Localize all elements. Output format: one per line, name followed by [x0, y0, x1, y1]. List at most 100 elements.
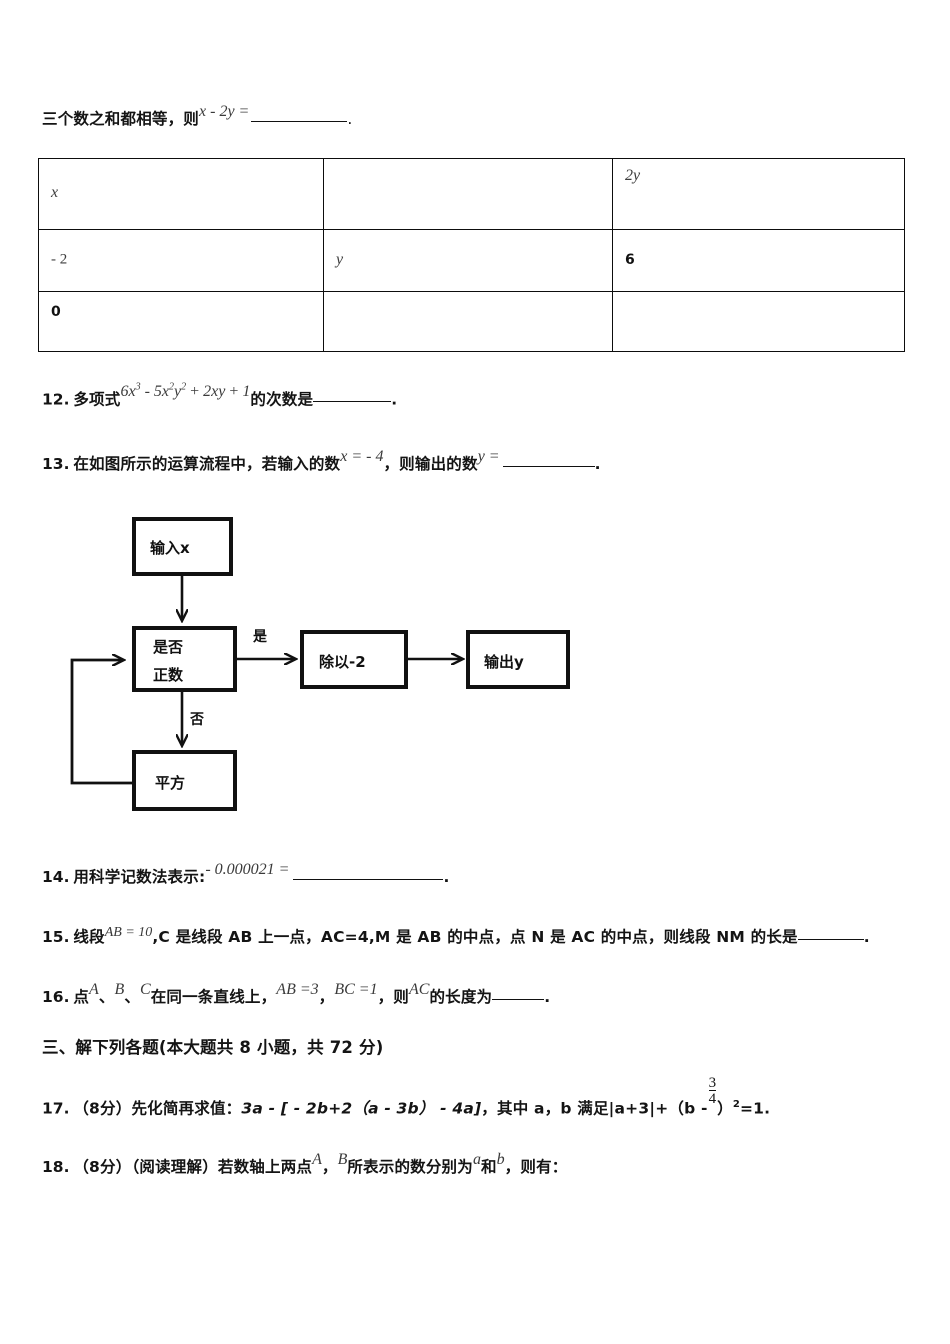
question-17-power: 2: [732, 1099, 740, 1111]
section-heading-text: 三、解下列各题(本大题共 8 小题，共 72 分): [42, 1038, 384, 1057]
flow-node-decision-label-2: 正数: [153, 666, 184, 684]
question-15: 15. 线段AB = 10,C 是线段 AB 上一点，AC=4,M 是 AB 的…: [42, 925, 870, 948]
cell-value-2y: 2y: [625, 167, 641, 184]
question-16-number: 16.: [42, 988, 70, 1006]
intro-lead-text: 三个数之和都相等，则: [42, 110, 200, 128]
question-12-suffix: 的次数是: [250, 390, 314, 409]
question-12-math: 6x3 - 5x2y2 + 2xy + 1: [120, 382, 251, 401]
question-18-point-a: A: [312, 1151, 322, 1168]
question-17-number: 17.: [42, 1099, 70, 1118]
cell-value-6: 6: [625, 251, 635, 268]
flow-node-decision: [132, 626, 237, 692]
question-15-answer-blank[interactable]: [797, 939, 864, 940]
flow-node-input-label: 输入x: [150, 539, 190, 557]
table-cell-r1c2: [323, 158, 613, 230]
question-16-math-bc: BC =1: [334, 981, 378, 998]
question-13: 13. 在如图所示的运算流程中，若输入的数x = - 4，则输出的数y =.: [42, 448, 601, 475]
flow-node-square-label: 平方: [155, 774, 185, 792]
table-cell-r2c1: - 2: [38, 229, 324, 292]
question-18-score: （8分）: [73, 1158, 132, 1176]
table-cell-r2c2: y: [323, 229, 613, 292]
intro-math: x - 2y =: [199, 103, 250, 120]
fraction-numerator: 3: [708, 1075, 717, 1091]
question-16-period: .: [544, 988, 551, 1006]
question-15-number: 15.: [42, 928, 70, 946]
flow-node-output: [466, 630, 570, 689]
question-17-expression: 3a - [ - 2b+2（a - 3b） - 4a]: [241, 1099, 482, 1118]
question-12-period: .: [391, 390, 398, 409]
operation-flowchart: 输入x 是否 正数 是 除以-2 输出y 否 平方: [55, 500, 595, 825]
question-13-prefix: 在如图所示的运算流程中，若输入的数: [73, 455, 341, 473]
question-17-score: （8分）: [73, 1099, 132, 1118]
question-17: 17. （8分）先化简再求值：3a - [ - 2b+2（a - 3b） - 4…: [42, 1075, 771, 1119]
cell-value-x: x: [51, 184, 59, 202]
question-12-answer-blank[interactable]: [313, 401, 392, 403]
question-13-mid: ，则输出的数: [383, 455, 478, 473]
question-17-equation-end: =1.: [740, 1099, 771, 1118]
question-18-comma-1: ，: [321, 1158, 338, 1176]
question-16-sep-1: 、: [98, 988, 115, 1006]
question-18-tag: （阅读理解）: [131, 1158, 218, 1176]
question-16-point-b: B: [114, 981, 125, 998]
question-18: 18. （8分）（阅读理解）若数轴上两点A，B所表示的数分别为a和b，则有：: [42, 1151, 568, 1178]
cell-value-minus2: - 2: [51, 251, 68, 268]
question-16-prefix: 点: [73, 988, 90, 1006]
question-14-number: 14.: [42, 868, 70, 886]
question-14: 14. 用科学记数法表示:- 0.000021 =.: [42, 861, 450, 888]
question-16-answer-blank[interactable]: [492, 999, 545, 1000]
flow-node-output-label: 输出y: [484, 653, 524, 671]
table-row: x 2y: [38, 158, 905, 230]
question-16-comma-2: ，则: [377, 988, 409, 1006]
question-13-math-input: x = - 4: [340, 448, 384, 465]
question-16-point-a: A: [89, 981, 99, 998]
question-13-math-output: y =: [477, 448, 500, 465]
flow-node-decision-label-1: 是否: [152, 638, 183, 656]
question-17-tail: ）: [717, 1099, 733, 1118]
question-15-body: ,C 是线段 AB 上一点，AC=4,M 是 AB 的中点，点 N 是 AC 的…: [152, 928, 798, 946]
flow-edge-label-yes: 是: [253, 629, 268, 645]
question-16-point-c: C: [140, 981, 151, 998]
question-18-and: 和: [480, 1158, 497, 1176]
question-14-answer-blank[interactable]: [293, 879, 444, 880]
table-row: 0: [38, 291, 905, 352]
question-16-sep-2: 、: [124, 988, 141, 1006]
question-15-period: .: [863, 928, 870, 946]
question-17-mid: ，其中 a，b 满足|a+3|+（b -: [481, 1099, 708, 1118]
question-13-number: 13.: [42, 455, 70, 473]
question-14-period: .: [443, 868, 450, 886]
question-15-math: AB = 10: [104, 925, 153, 940]
question-12-prefix: 多项式: [73, 390, 121, 409]
question-18-point-b: B: [337, 1151, 348, 1168]
cell-value-y: y: [336, 250, 344, 268]
question-16: 16. 点A、B、C在同一条直线上，AB =3，BC =1，则AC的长度为.: [42, 981, 551, 1008]
flow-node-square: [132, 750, 237, 811]
table-cell-r2c3: 6: [612, 229, 905, 292]
question-18-lead: 若数轴上两点: [217, 1158, 313, 1176]
question-16-math-ab: AB =3: [276, 981, 319, 998]
question-13-answer-blank[interactable]: [502, 466, 595, 467]
table-cell-r3c3: [612, 291, 905, 352]
table-cell-r3c2: [323, 291, 613, 352]
fraction-denominator: 4: [708, 1090, 717, 1108]
question-15-prefix: 线段: [73, 928, 105, 946]
question-17-lead: 先化简再求值：: [131, 1099, 242, 1118]
question-18-tail: ，则有：: [504, 1158, 568, 1176]
flow-edge-loop-back: [70, 660, 134, 785]
flow-edge-label-no: 否: [189, 712, 204, 728]
question-14-math: - 0.000021 =: [205, 861, 290, 878]
question-16-body: 在同一条直线上，: [150, 988, 277, 1006]
question-16-tail: 的长度为: [429, 988, 493, 1006]
question-18-number: 18.: [42, 1158, 70, 1176]
flow-node-divide-label: 除以-2: [319, 653, 366, 671]
table-cell-r1c3: 2y: [612, 158, 905, 230]
cell-value-0: 0: [51, 304, 61, 320]
question-16-math-ac: AC: [409, 981, 430, 998]
intro-line: 三个数之和都相等，则x - 2y =.: [42, 103, 352, 130]
intro-answer-blank[interactable]: [251, 121, 348, 122]
question-13-period: .: [594, 455, 601, 473]
question-18-var-b: b: [496, 1151, 505, 1168]
question-14-prefix: 用科学记数法表示:: [73, 868, 206, 886]
question-16-comma-1: ，: [318, 988, 335, 1006]
